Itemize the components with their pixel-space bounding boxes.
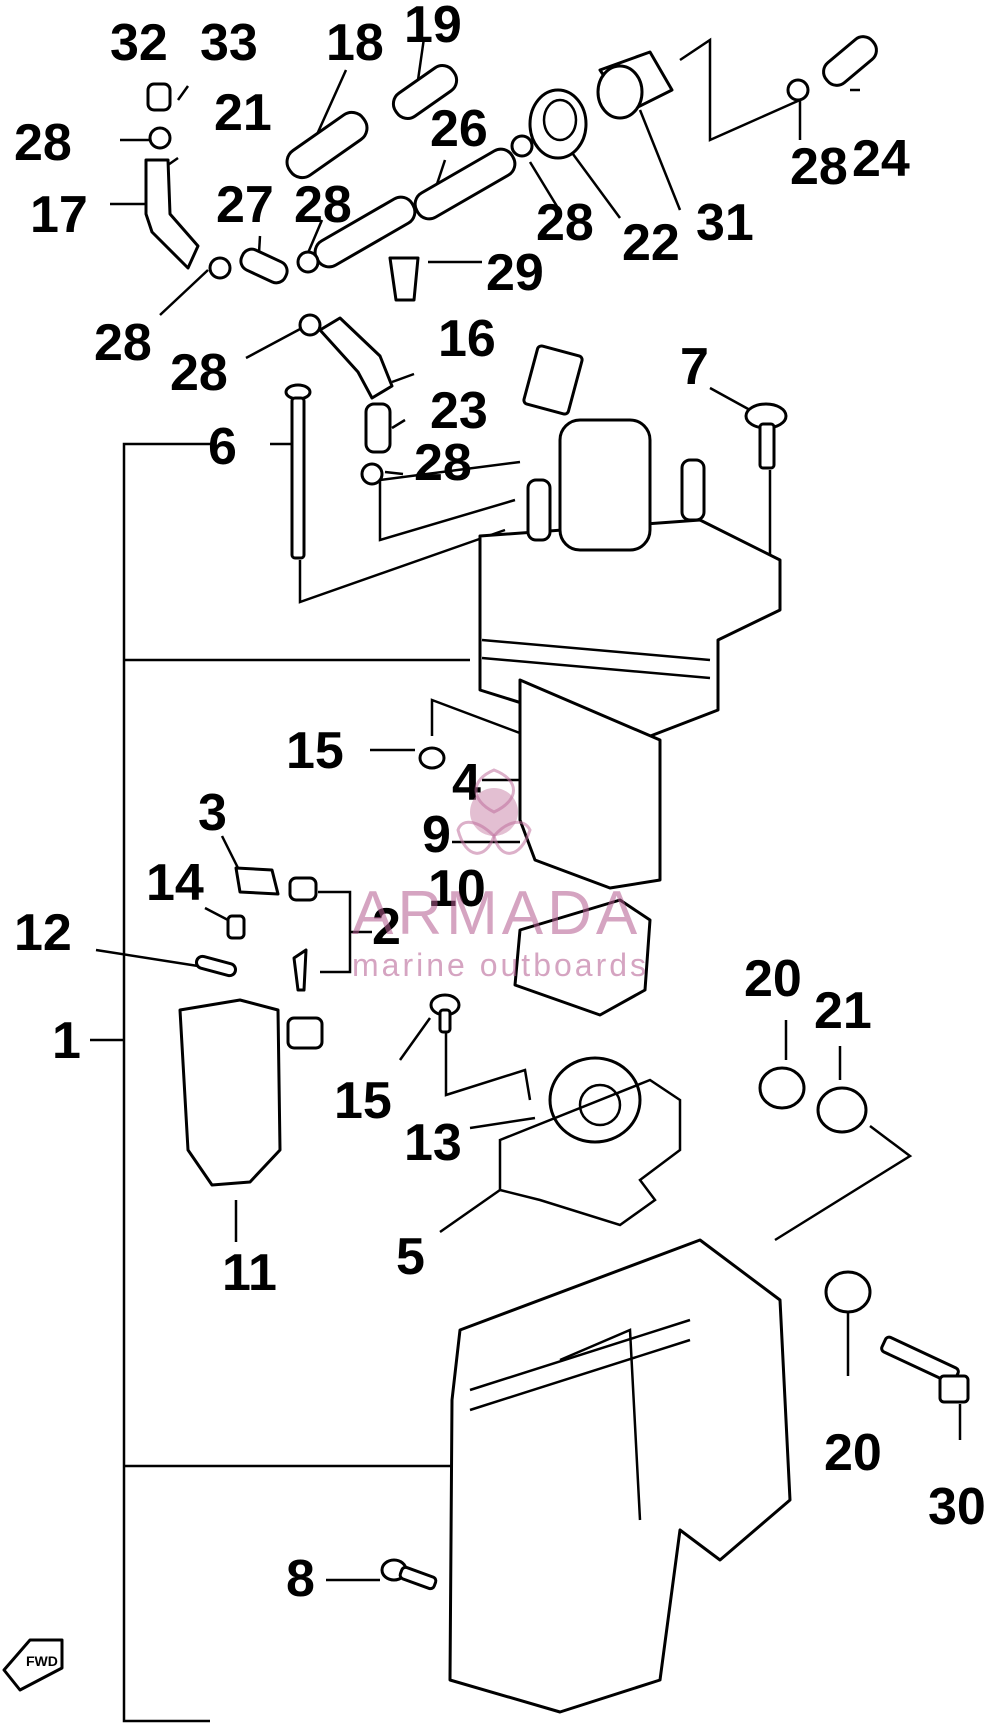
clip-28-g [360,462,384,486]
label-28-4: 28 [790,138,848,196]
label-2: 2 [372,898,401,956]
elbow-hose-17 [144,158,200,270]
label-28-2: 28 [294,176,352,234]
fuel-hoses-group [144,35,878,486]
label-14: 14 [146,854,204,912]
bolt-30 [880,1335,970,1404]
label-16: 16 [438,310,496,368]
hose-24 [364,402,392,454]
clip-29 [388,256,420,302]
label-3: 3 [198,784,227,842]
label-28-1: 28 [14,114,72,172]
label-17: 17 [30,186,88,244]
label-18: 18 [326,14,384,72]
screw-15-lower [429,993,461,1034]
cap-33 [146,82,172,112]
label-15-1: 15 [286,722,344,780]
screw-15-upper [418,746,446,770]
pin-12 [194,954,238,978]
fwd-badge: FWD [2,1638,64,1692]
hose-18 [285,110,369,180]
label-9: 9 [422,806,451,864]
propeller-logo [456,768,532,855]
clip-28-d [298,313,322,337]
label-8: 8 [286,1550,315,1608]
label-13: 13 [404,1114,462,1172]
washer-20-lower [824,1270,872,1314]
label-23: 24 [852,130,910,188]
hose-27 [239,247,289,285]
plug-21 [816,1086,868,1134]
intake-manifold [448,1238,792,1714]
watermark-tagline: marine outboards [352,947,649,983]
float-arm-3 [234,866,280,896]
label-12: 12 [14,904,72,962]
label-20-2: 20 [824,1424,882,1482]
clip-28-f [786,78,810,102]
hose-26 [413,147,517,221]
gasket-5 [498,1078,682,1227]
label-31: 31 [696,194,754,252]
label-6: 6 [208,418,237,476]
part-labels: 32 33 28 21 17 18 19 26 27 28 28 22 31 2… [14,0,986,1608]
label-26: 26 [430,100,488,158]
label-28-3: 28 [536,194,594,252]
label-21: 21 [814,982,872,1040]
label-28-5: 28 [94,314,152,372]
leader-lines [90,37,962,1723]
screw-8 [380,1558,438,1591]
watermark-brand: ARMADA [352,879,641,948]
label-19: 19 [404,0,462,54]
label-33: 33 [200,14,258,72]
hose-19 [391,64,459,120]
label-24: 23 [430,382,488,440]
fwd-badge-label: FWD [26,1653,58,1669]
elbow-hose-16 [318,316,394,400]
label-32: 32 [110,14,168,72]
label-20-1: 20 [744,950,802,1008]
washer-20-upper [758,1066,806,1110]
label-29: 29 [486,244,544,302]
screw-7 [744,402,788,470]
label-5: 5 [396,1228,425,1286]
screw-14 [226,914,246,940]
label-1: 1 [52,1012,81,1070]
label-7: 7 [680,338,709,396]
fuel-filter-31 [596,50,674,120]
label-15-2: 15 [334,1072,392,1130]
clip-28-a [148,126,172,150]
clip-28-b [208,256,232,280]
float-chamber-10 [513,898,652,1017]
label-10: 10 [428,860,486,918]
label-22: 22 [622,214,680,272]
label-28-6: 28 [170,344,228,402]
bolt-6 [284,383,312,560]
clip-28-c [296,250,320,274]
label-27: 27 [216,176,274,234]
hose-23 [822,35,878,87]
label-25: 21 [214,84,272,142]
label-30: 30 [928,1478,986,1536]
watermark: ARMADA marine outboards [352,768,649,983]
ring-22 [528,88,588,160]
clip-28-e [510,134,534,158]
needle-valve-2 [288,876,318,992]
accelerator-pump-13 [548,1056,642,1144]
label-28-7: 28 [414,434,472,492]
label-11: 11 [222,1244,277,1302]
float-11 [178,998,324,1187]
carburetor-body-4 [478,344,782,890]
